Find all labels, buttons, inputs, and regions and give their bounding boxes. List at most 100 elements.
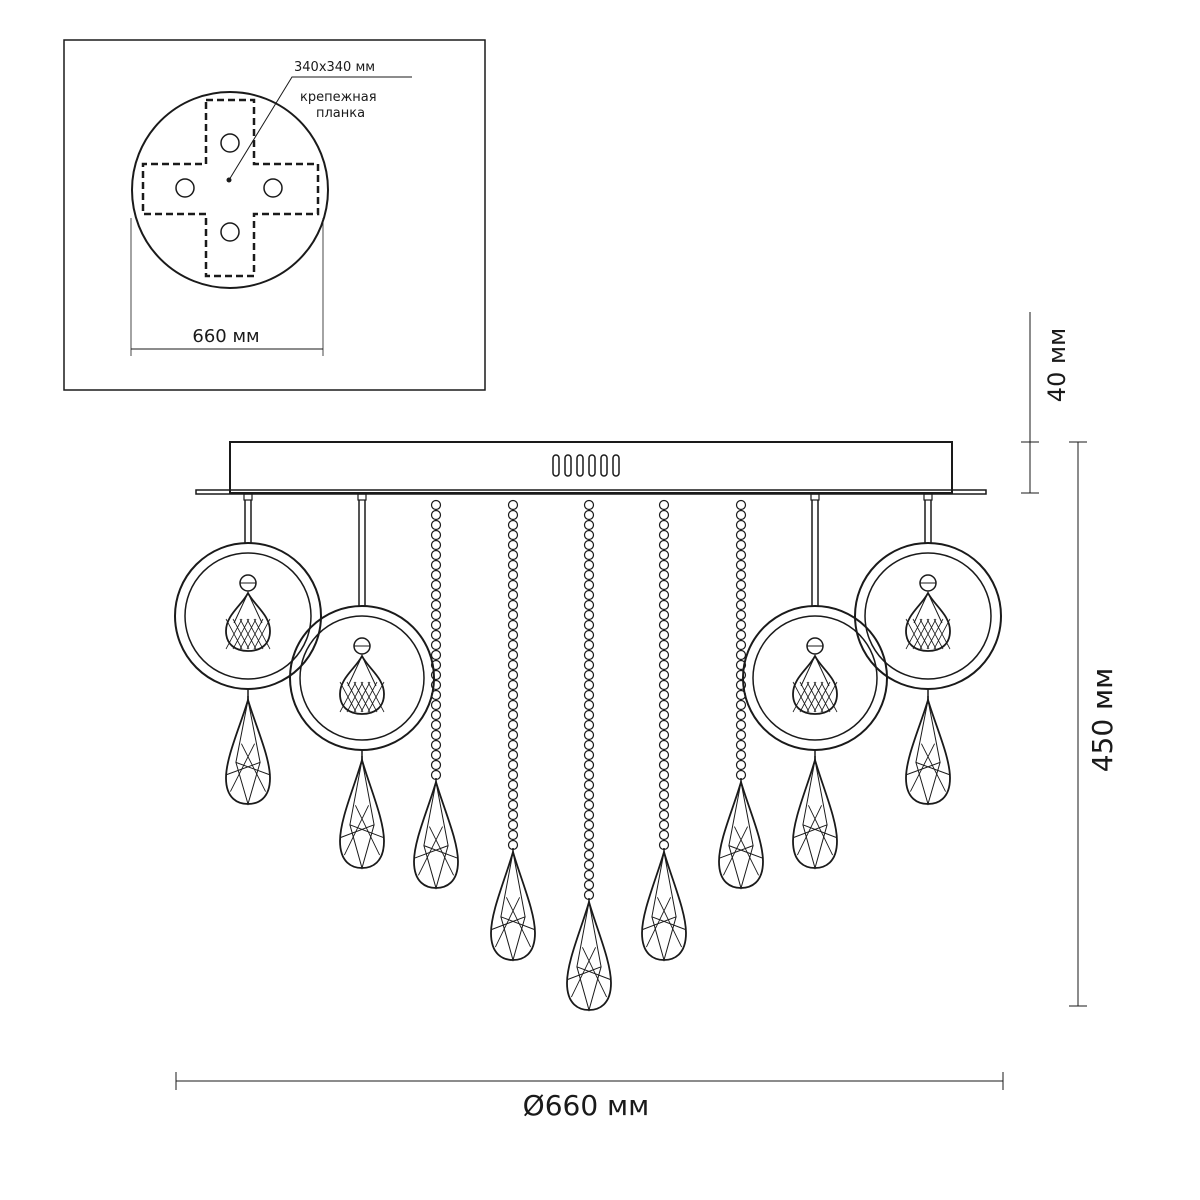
- bead: [430, 549, 442, 561]
- bead: [735, 709, 747, 721]
- bead: [583, 679, 595, 691]
- ring-outer: [289, 605, 435, 751]
- bead: [430, 759, 442, 771]
- bead: [430, 619, 442, 631]
- bead: [583, 729, 595, 741]
- lamp-side-view: [174, 441, 1002, 1012]
- drop-facet: [728, 781, 754, 890]
- bead-chain: [507, 499, 519, 851]
- bead: [583, 609, 595, 621]
- ball-mesh: [232, 618, 250, 650]
- bead: [658, 499, 670, 511]
- bead: [507, 499, 519, 511]
- drop-facet: [641, 916, 687, 931]
- drop-facet: [413, 845, 459, 859]
- ball-mesh: [253, 618, 271, 650]
- bead: [507, 669, 519, 681]
- bead: [583, 779, 595, 791]
- crystal-drop: [490, 848, 536, 962]
- bead: [658, 699, 670, 711]
- bead: [583, 799, 595, 811]
- drop-outline: [225, 696, 271, 805]
- ring-pendants: [174, 493, 1002, 870]
- bead: [430, 669, 442, 681]
- bead: [583, 819, 595, 831]
- bead: [430, 639, 442, 651]
- bead: [507, 649, 519, 661]
- bead: [658, 679, 670, 691]
- crystal-drop: [225, 696, 271, 806]
- drop-outline: [641, 848, 687, 961]
- bead: [583, 549, 595, 561]
- bead: [583, 849, 595, 861]
- drop-outline: [792, 756, 838, 869]
- bead: [507, 629, 519, 641]
- bead: [583, 699, 595, 711]
- bead: [507, 619, 519, 631]
- ball-mesh: [806, 681, 824, 713]
- ball-mesh: [813, 681, 831, 713]
- bead: [735, 499, 747, 511]
- bead: [583, 569, 595, 581]
- drop-facet: [417, 826, 455, 876]
- screw-hole-top: [220, 133, 240, 153]
- ring-outer: [174, 542, 322, 690]
- bead: [735, 739, 747, 751]
- rod-mount: [810, 493, 820, 501]
- rod-mount: [357, 493, 367, 501]
- bead: [583, 809, 595, 821]
- bead: [507, 559, 519, 571]
- bead: [507, 719, 519, 731]
- bead: [507, 779, 519, 791]
- mounting-inset: 340x340 мм крепежная планка 660 мм: [63, 39, 486, 391]
- bead: [507, 769, 519, 781]
- bead: [583, 509, 595, 521]
- ball-mesh: [360, 681, 378, 713]
- crystal-drops: [413, 778, 764, 1012]
- bead: [658, 569, 670, 581]
- screw-hole-right: [263, 178, 283, 198]
- canopy-box: [229, 441, 953, 494]
- bead: [583, 539, 595, 551]
- drop-facet: [423, 781, 449, 890]
- bead-chain: [430, 499, 442, 781]
- bead: [658, 639, 670, 651]
- bead: [735, 649, 747, 661]
- ball-mesh: [912, 618, 930, 650]
- crystal-drop: [641, 848, 687, 962]
- bead: [658, 549, 670, 561]
- drop-outline: [413, 778, 459, 889]
- crystal-drop: [413, 778, 459, 890]
- bead: [658, 779, 670, 791]
- bead: [430, 629, 442, 641]
- drop-facet: [722, 826, 760, 876]
- bead: [507, 809, 519, 821]
- bead: [507, 579, 519, 591]
- bead: [583, 619, 595, 631]
- ball-mesh: [800, 655, 830, 687]
- ring-pendant: [854, 493, 1002, 806]
- drop-facet: [909, 743, 947, 792]
- bead: [735, 659, 747, 671]
- bead: [507, 609, 519, 621]
- bead: [735, 509, 747, 521]
- bead: [583, 629, 595, 641]
- ball-outline: [225, 590, 271, 652]
- bead: [583, 689, 595, 701]
- bead: [430, 729, 442, 741]
- crystal-drop: [718, 778, 764, 890]
- ball-mesh: [913, 592, 943, 624]
- bead: [507, 689, 519, 701]
- bead: [735, 759, 747, 771]
- drop-facet: [915, 699, 941, 806]
- inset-frame: [63, 39, 486, 391]
- drop-facet: [235, 699, 261, 806]
- bead: [658, 819, 670, 831]
- plate-caption-line2: планка: [316, 106, 365, 121]
- drop-outline: [339, 756, 385, 869]
- bead: [658, 789, 670, 801]
- vent-slot: [588, 454, 596, 477]
- bead: [658, 529, 670, 541]
- bead: [658, 579, 670, 591]
